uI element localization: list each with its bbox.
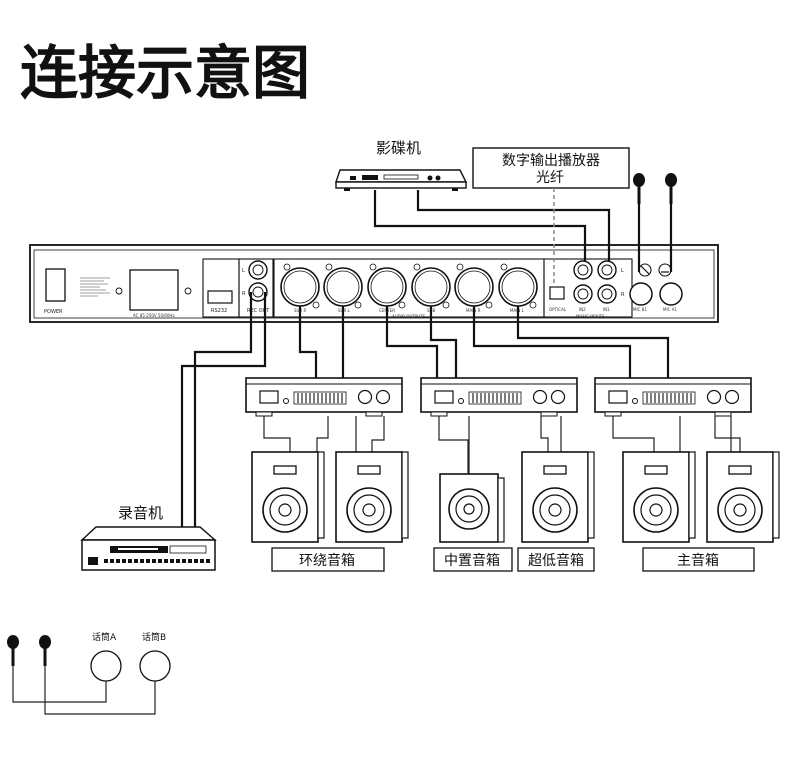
mic-b-icon xyxy=(37,633,53,668)
mic-a-jack xyxy=(90,650,122,682)
speaker-surround-1 xyxy=(251,451,325,543)
label-box-main xyxy=(642,547,755,572)
label-box-surround xyxy=(271,547,385,572)
amp-main xyxy=(594,377,752,417)
audio-outputs-label: AUDIO OUTPUTS xyxy=(392,314,426,319)
optical-label: 光纤 xyxy=(536,170,564,186)
page-title: 连接示意图 xyxy=(20,39,310,107)
in2-label: IN2 xyxy=(579,307,586,312)
mic-b1-icon xyxy=(631,171,647,206)
main-unit: POWER AC 85-250V 50/60Hz RS232 L R REC O… xyxy=(29,244,719,323)
optical-input-label: OPTICAL xyxy=(549,307,567,312)
recorder xyxy=(80,526,217,571)
speaker-main-1 xyxy=(622,451,696,543)
music-in-l: L xyxy=(621,268,624,274)
output-label-sur-l: SUR L xyxy=(338,308,351,313)
rec-out-r: R xyxy=(242,291,246,297)
speaker-center xyxy=(439,473,505,543)
label-center: 中置音箱 xyxy=(444,552,500,569)
music-in-r: R xyxy=(621,292,625,298)
mic-a-icon xyxy=(5,633,21,668)
mic-b-label: 话筒B xyxy=(142,631,166,643)
label-box-subwoofer xyxy=(517,547,595,572)
amp-surround xyxy=(245,377,403,417)
mic-a-label: 话筒A xyxy=(92,631,117,643)
rec-out-l: L xyxy=(242,268,245,274)
ac-label: AC 85-250V 50/60Hz xyxy=(133,313,175,318)
label-main: 主音箱 xyxy=(677,552,719,569)
mic-b1-label: MIC B1 xyxy=(633,307,647,312)
label-subwoofer: 超低音箱 xyxy=(528,552,584,569)
speaker-subwoofer xyxy=(521,451,595,543)
in1-label: IN1 xyxy=(603,307,610,312)
rs232-label: RS232 xyxy=(211,308,227,314)
music-inputs-label: MUSIC INPUTS xyxy=(576,314,605,319)
speaker-main-2 xyxy=(706,451,780,543)
mic-a1-label: MIC A1 xyxy=(663,307,677,312)
digital-player-label: 数字输出播放器 xyxy=(502,153,600,169)
dvd-player-label: 影碟机 xyxy=(376,139,421,157)
dvd-player xyxy=(335,169,468,191)
recorder-label: 录音机 xyxy=(118,504,163,522)
mic-b-jack xyxy=(139,650,171,682)
label-box-center xyxy=(433,547,513,572)
amp-center-sub xyxy=(420,377,578,417)
power-label: POWER xyxy=(44,309,63,315)
speaker-surround-2 xyxy=(335,451,409,543)
rec-out-label: REC OUT xyxy=(247,308,270,314)
digital-player-box: 数字输出播放器 光纤 xyxy=(472,147,630,189)
label-surround: 环绕音箱 xyxy=(299,552,355,569)
mic-a1-icon xyxy=(663,171,679,206)
